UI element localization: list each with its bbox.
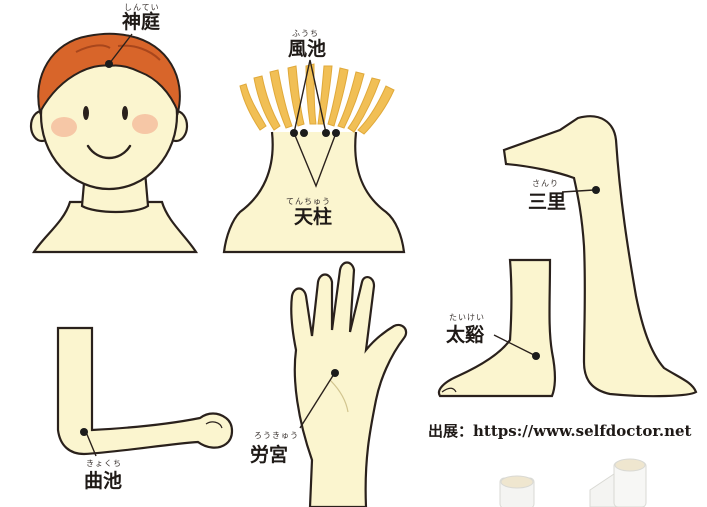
right-cheek <box>132 114 158 134</box>
elbow-point-ruby: きょくち <box>86 460 122 468</box>
palm-figure <box>291 263 406 507</box>
left-eye <box>83 106 89 120</box>
neck-bottom-point-label: 天柱 <box>294 208 332 227</box>
neck-acupoint-1 <box>290 129 298 137</box>
knee-point-label: 三里 <box>528 193 566 212</box>
ankle-acupoint <box>532 352 540 360</box>
neck-acupoint-2 <box>300 129 308 137</box>
palm-point-label: 労宮 <box>250 446 288 465</box>
ankle-point-label: 太谿 <box>446 326 484 345</box>
neck-body <box>224 132 404 252</box>
neck-acupoint-3 <box>322 129 330 137</box>
neck-top-point-label: 風池 <box>288 40 326 59</box>
elbow-point-label: 曲池 <box>84 472 122 491</box>
source-credit: 出展：https://www.selfdoctor.net <box>428 424 707 439</box>
neck-hair <box>240 64 394 134</box>
left-cheek <box>51 117 77 137</box>
elbow-figure <box>58 328 232 456</box>
head-point-label: 神庭 <box>122 13 160 32</box>
neck-top-point-ruby: ふうち <box>292 30 319 38</box>
head-figure <box>31 34 196 252</box>
knee-point-ruby: さんり <box>532 180 559 188</box>
knee-acupoint <box>592 186 600 194</box>
right-eye <box>122 106 128 120</box>
ankle-point-ruby: たいけい <box>449 314 485 322</box>
palm-hand <box>291 263 406 507</box>
palm-point-ruby: ろうきゅう <box>254 432 299 440</box>
neck-bottom-point-ruby: てんちゅう <box>286 198 331 206</box>
palm-acupoint <box>331 369 339 377</box>
neck-acupoint-4 <box>332 129 340 137</box>
swab-illustration <box>500 459 646 507</box>
head-acupoint <box>105 60 113 68</box>
elbow-acupoint <box>80 428 88 436</box>
